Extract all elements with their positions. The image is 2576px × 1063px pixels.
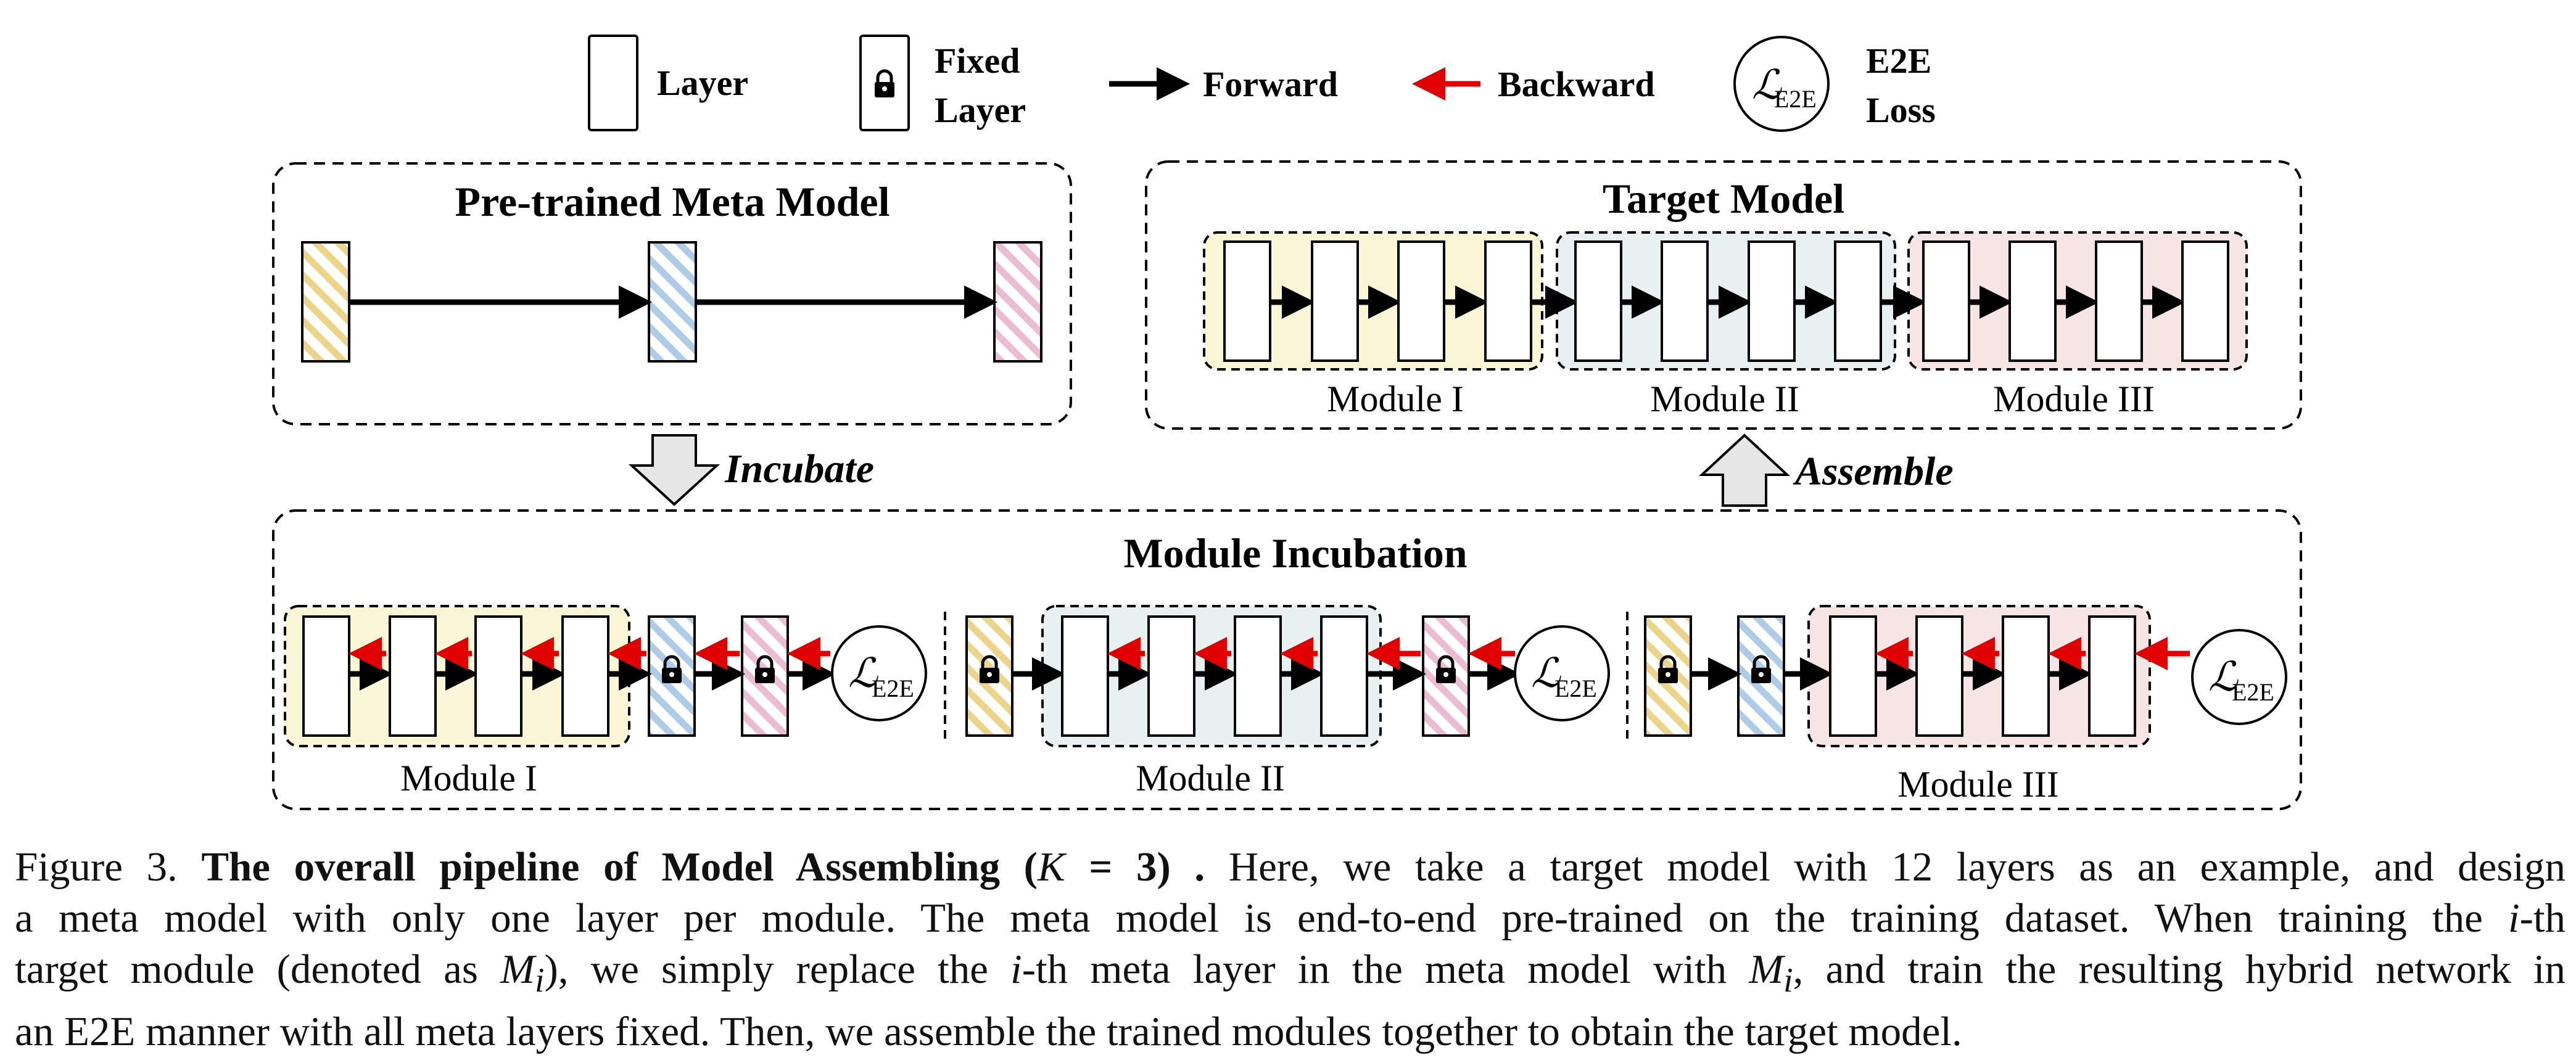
- incubation-module-2-label: Module II: [1136, 758, 1285, 798]
- target-module-1-label: Module I: [1327, 379, 1464, 419]
- target-layer: [1748, 240, 1796, 362]
- target-layer: [1397, 240, 1445, 362]
- svg-text:E2E: E2E: [1774, 85, 1817, 113]
- legend-forward-label: Forward: [1203, 64, 1338, 104]
- svg-text:E2E: E2E: [2232, 678, 2274, 706]
- pipeline-figure: Layer Fixed Layer Forward Backward ℒ E2E…: [272, 35, 2302, 810]
- target-layer: [1834, 240, 1882, 362]
- assemble-transition: Assemble: [1698, 433, 1954, 507]
- caption-line-3: target module (denoted as Mi), we simply…: [15, 946, 2566, 1000]
- target-layer: [1922, 240, 1970, 362]
- svg-text:ℒ: ℒ: [1752, 63, 1782, 108]
- legend-fixed-label-2: Layer: [935, 90, 1026, 130]
- module-1-layer: [389, 615, 437, 737]
- svg-text:ℒ: ℒ: [1531, 651, 1561, 696]
- target-layers: [1223, 240, 2229, 362]
- legend-backward-label: Backward: [1498, 64, 1655, 104]
- target-layer: [1661, 240, 1709, 362]
- incubation-module-3-label: Module III: [1897, 764, 2059, 805]
- legend-layer-icon: [588, 35, 638, 131]
- module-2-layer: [1234, 615, 1282, 737]
- target-layer: [1484, 240, 1532, 362]
- incubation-title: Module Incubation: [1123, 530, 1467, 577]
- target-title: Target Model: [1603, 175, 1844, 222]
- target-layer: [2181, 240, 2229, 362]
- pretrained-title: Pre-trained Meta Model: [455, 178, 890, 225]
- svg-text:ℒ: ℒ: [2208, 655, 2239, 700]
- legend: Layer Fixed Layer Forward Backward ℒ E2E…: [588, 35, 1936, 132]
- target-layer: [2008, 240, 2057, 362]
- figure-caption: Figure 3. The overall pipeline of Model …: [15, 842, 2566, 1057]
- svg-text:ℒ: ℒ: [848, 651, 878, 696]
- module-3-layer: [1915, 615, 1963, 737]
- target-layer: [1311, 240, 1359, 362]
- incubate-label: Incubate: [724, 446, 874, 491]
- svg-text:E2E: E2E: [1554, 675, 1597, 702]
- caption-line-1: Figure 3. The overall pipeline of Model …: [15, 844, 2566, 890]
- target-module-2-label: Module II: [1650, 379, 1799, 419]
- module-1-layer: [302, 615, 350, 737]
- target-layer: [2095, 240, 2143, 362]
- module-3-layer: [1829, 615, 1877, 737]
- incubation-module-1-label: Module I: [400, 758, 537, 798]
- module-2-layer: [1147, 615, 1195, 737]
- svg-text:E2E: E2E: [872, 675, 914, 702]
- assemble-label: Assemble: [1793, 449, 1954, 494]
- caption-line-4: an E2E manner with all meta layers fixed…: [15, 1009, 1962, 1055]
- assemble-arrow-icon: [1698, 433, 1791, 507]
- module-1-layer: [561, 615, 609, 737]
- meta-layer-2: [648, 241, 697, 363]
- legend-loss-label-1: E2E: [1866, 41, 1931, 81]
- module-2-layer: [1320, 615, 1368, 737]
- module-2-layer: [1061, 615, 1109, 737]
- target-model-panel: Target Model Module I Module II Module I…: [1145, 160, 2302, 430]
- module-1-layer: [474, 615, 522, 737]
- target-module-3-label: Module III: [1993, 379, 2155, 419]
- target-layer: [1574, 240, 1622, 362]
- incubate-arrow-icon: [628, 434, 720, 506]
- meta-layer-1: [301, 241, 350, 363]
- module-3-layer: [2002, 615, 2050, 737]
- legend-layer-label: Layer: [657, 63, 748, 103]
- legend-fixed-label-1: Fixed: [935, 41, 1020, 81]
- legend-loss-icon: ℒ E2E: [1733, 36, 1830, 132]
- caption-line-2: a meta model with only one layer per mod…: [15, 895, 2566, 941]
- target-layer: [1223, 240, 1271, 362]
- meta-layer-3: [993, 241, 1042, 363]
- legend-loss-label-2: Loss: [1866, 90, 1936, 130]
- incubate-transition: Incubate: [628, 434, 874, 506]
- pretrained-meta-model-panel: Pre-trained Meta Model: [272, 162, 1072, 425]
- module-3-layer: [2088, 615, 2136, 737]
